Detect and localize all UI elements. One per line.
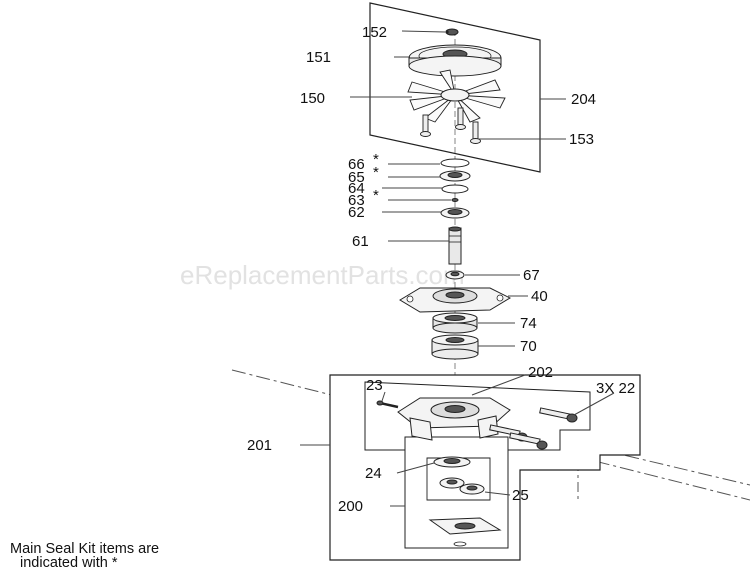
spindle-shaft-61 xyxy=(448,226,462,265)
label-152: 152 xyxy=(362,24,387,41)
label-40: 40 xyxy=(531,288,548,305)
bolts-153 xyxy=(420,107,481,144)
bearing-74 xyxy=(432,312,478,334)
bearing-25 xyxy=(439,477,485,495)
spindle-housing-202 xyxy=(397,397,511,441)
spacer-70 xyxy=(431,334,479,360)
label-201: 201 xyxy=(247,437,272,454)
pulley-151 xyxy=(408,44,502,77)
part-labels: 152 151 150 204 153 66 * 65 * 64 63 * 62… xyxy=(247,24,635,515)
bolt-23 xyxy=(376,400,399,409)
label-62: 62 xyxy=(348,204,365,221)
seal-kit-note: Main Seal Kit items are indicated with * xyxy=(10,541,160,571)
label-151: 151 xyxy=(306,49,331,66)
asterisk-63: * xyxy=(373,187,379,204)
label-204: 204 xyxy=(571,91,596,108)
seal-kit-note-line2: indicated with * xyxy=(20,555,118,571)
label-24: 24 xyxy=(365,465,382,482)
fan-150 xyxy=(407,69,506,123)
label-200: 200 xyxy=(338,498,363,515)
seal-stack xyxy=(439,158,471,219)
leader-lines xyxy=(300,30,615,507)
housing-40 xyxy=(399,287,512,313)
base-plate-200 xyxy=(428,517,502,547)
seal-kit-note-line1: Main Seal Kit items are xyxy=(10,541,160,557)
bearing-67 xyxy=(445,270,465,280)
bolts-3x22 xyxy=(489,407,578,450)
label-202: 202 xyxy=(528,364,553,381)
seal-24 xyxy=(433,456,471,468)
label-65: 65 xyxy=(348,169,365,186)
label-67: 67 xyxy=(523,267,540,284)
asterisk-66: * xyxy=(373,151,379,168)
label-66: 66 xyxy=(348,156,365,173)
asterisk-65: * xyxy=(373,164,379,181)
label-70: 70 xyxy=(520,338,537,355)
label-64: 64 xyxy=(348,180,365,197)
label-23: 23 xyxy=(366,377,383,394)
label-63: 63 xyxy=(348,192,365,209)
label-153: 153 xyxy=(569,131,594,148)
label-25: 25 xyxy=(512,487,529,504)
label-150: 150 xyxy=(300,90,325,107)
watermark: eReplacementParts.com xyxy=(180,260,465,290)
label-3x22: 3X 22 xyxy=(596,380,635,397)
label-74: 74 xyxy=(520,315,537,332)
label-61: 61 xyxy=(352,233,369,250)
